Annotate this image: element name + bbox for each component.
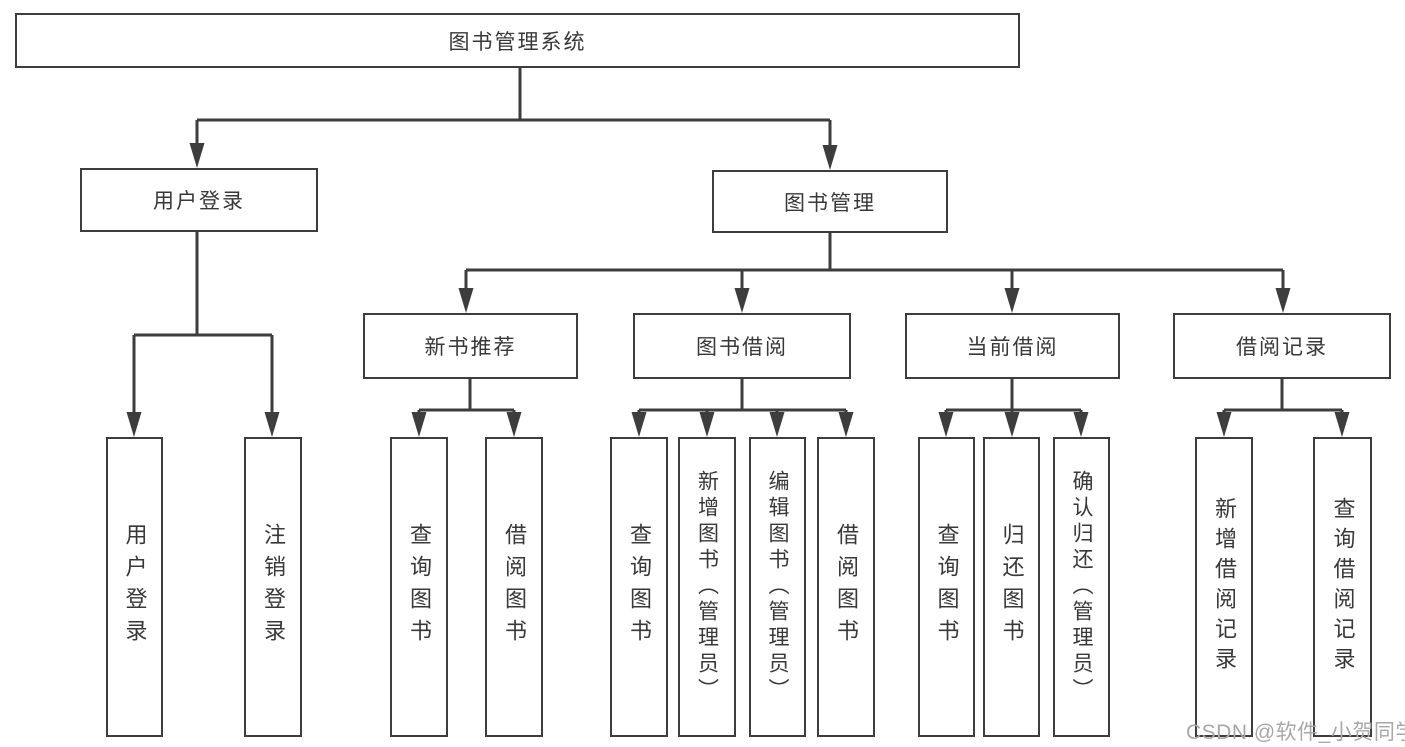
node-recommend-borrow-books: 借阅图书 — [485, 437, 543, 737]
node-book-management: 图书管理 — [712, 170, 948, 233]
connector-user-login-children — [126, 232, 280, 437]
node-label: 图书管理 — [784, 191, 876, 215]
node-label: 借阅图书 — [502, 523, 527, 651]
node-label: 确认归还（管理员） — [1070, 470, 1093, 704]
node-current-borrow: 当前借阅 — [905, 313, 1120, 379]
node-label: 查询图书 — [407, 523, 432, 651]
connector-book-borrow-children — [631, 379, 854, 437]
node-borrow-edit-books-admin: 编辑图书（管理员） — [749, 437, 806, 737]
node-records-query-record: 查询借阅记录 — [1313, 437, 1372, 737]
node-new-book-recommend: 新书推荐 — [363, 313, 578, 379]
node-label: 查询借阅记录 — [1330, 497, 1356, 677]
node-label: 查询图书 — [934, 523, 960, 651]
node-label: 新增借阅记录 — [1212, 497, 1237, 677]
node-label: 图书管理系统 — [448, 30, 587, 54]
node-label: 用户登录 — [122, 523, 148, 651]
node-label: 图书借阅 — [696, 336, 788, 359]
node-current-return-books: 归还图书 — [983, 437, 1040, 737]
node-current-confirm-return-admin: 确认归还（管理员） — [1053, 437, 1110, 737]
node-label: 新增图书（管理员） — [695, 470, 719, 704]
node-borrow-records: 借阅记录 — [1173, 313, 1391, 379]
connector-borrow-records-children — [1216, 379, 1350, 437]
node-records-add-record: 新增借阅记录 — [1195, 437, 1253, 737]
connector-root-to-level1 — [189, 68, 838, 170]
node-leaf-logout: 注销登录 — [244, 437, 302, 737]
node-user-login: 用户登录 — [80, 168, 318, 232]
node-book-borrow: 图书借阅 — [633, 313, 851, 379]
node-leaf-user-login: 用户登录 — [106, 437, 163, 737]
node-borrow-query-books: 查询图书 — [610, 437, 668, 737]
node-label: 归还图书 — [999, 523, 1025, 651]
node-library-management-system: 图书管理系统 — [15, 13, 1020, 68]
node-label: 借阅记录 — [1236, 336, 1328, 359]
node-label: 编辑图书（管理员） — [766, 470, 789, 704]
node-label: 注销登录 — [261, 523, 286, 651]
node-label: 借阅图书 — [834, 523, 859, 651]
node-borrow-add-books-admin: 新增图书（管理员） — [678, 437, 736, 737]
connector-new-book-recommend-children — [411, 379, 522, 437]
node-label: 新书推荐 — [424, 336, 517, 359]
csdn-watermark: CSDN @软件_小贺同学 — [1186, 721, 1405, 744]
node-label: 查询图书 — [627, 523, 652, 651]
node-label: 用户登录 — [153, 190, 245, 213]
node-label: 当前借阅 — [966, 336, 1059, 359]
node-current-query-books: 查询图书 — [918, 437, 975, 737]
connector-book-management-children — [458, 233, 1291, 313]
node-recommend-query-books: 查询图书 — [390, 437, 448, 737]
node-borrow-borrow-books: 借阅图书 — [817, 437, 875, 737]
connector-current-borrow-children — [938, 379, 1089, 437]
